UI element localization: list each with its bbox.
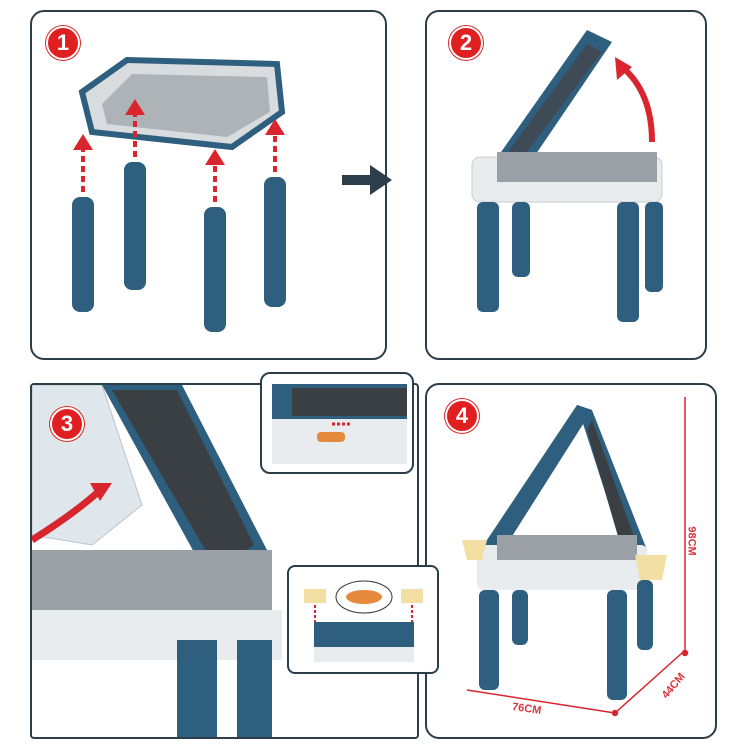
step-1-illustration xyxy=(72,56,286,332)
step-1-panel: 1 xyxy=(30,10,387,360)
step-3-illustration xyxy=(32,385,282,737)
step-number-1: 1 xyxy=(46,26,80,60)
cup-attachment-inset xyxy=(287,565,439,674)
step-4-panel: 4 76CM 44CM 98CM xyxy=(425,383,717,739)
step-2-panel: 2 xyxy=(425,10,707,360)
height-dimension-label: 98CM xyxy=(685,526,698,556)
cup-attachment-illustration xyxy=(304,580,423,662)
step-number-4: 4 xyxy=(445,399,479,433)
step-number-2: 2 xyxy=(449,26,483,60)
step-2-illustration xyxy=(471,30,663,322)
next-step-arrow-icon xyxy=(342,165,392,195)
step-4-illustration xyxy=(462,397,689,717)
latch-detail-inset xyxy=(260,372,414,474)
latch-detail-illustration xyxy=(272,384,407,464)
step-number-3: 3 xyxy=(50,407,84,441)
